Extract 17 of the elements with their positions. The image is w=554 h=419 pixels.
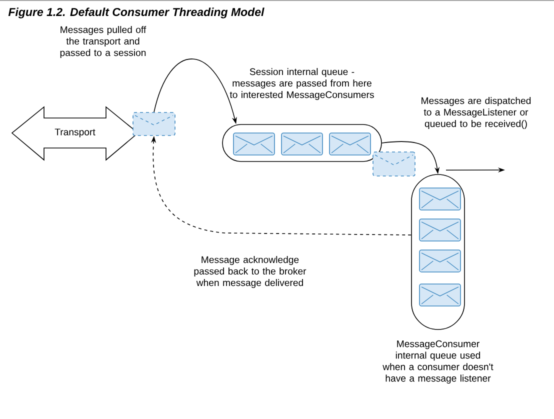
note-text: Message acknowledge passed back to the broker when message delivered	[194, 256, 306, 288]
note-text: Messages pulled off the transport and passed to a session	[60, 26, 146, 58]
queue-capsule	[222, 124, 382, 162]
envelope-icon	[419, 188, 461, 210]
note-text: Messages are dispatched to a MessageListener or queued to be received()	[422, 97, 531, 129]
envelope-icon	[233, 132, 275, 156]
queue-capsule	[411, 174, 465, 330]
caption-text: MessageConsumer internal queue used when a consumer doesn't have a message listener	[382, 340, 494, 384]
figure-title: Figure 1.2. Default Consumer Threading Model	[8, 8, 264, 18]
envelope-icon	[419, 250, 461, 272]
envelope-icon	[419, 284, 461, 306]
envelope-icon	[329, 132, 371, 156]
envelope-icon	[132, 112, 176, 136]
envelope-icon	[419, 218, 461, 242]
envelope-icon	[281, 132, 323, 156]
caption-text: Session internal queue - messages are passed from here to interested MessageConsumers	[230, 68, 374, 100]
envelope-icon	[372, 152, 416, 176]
